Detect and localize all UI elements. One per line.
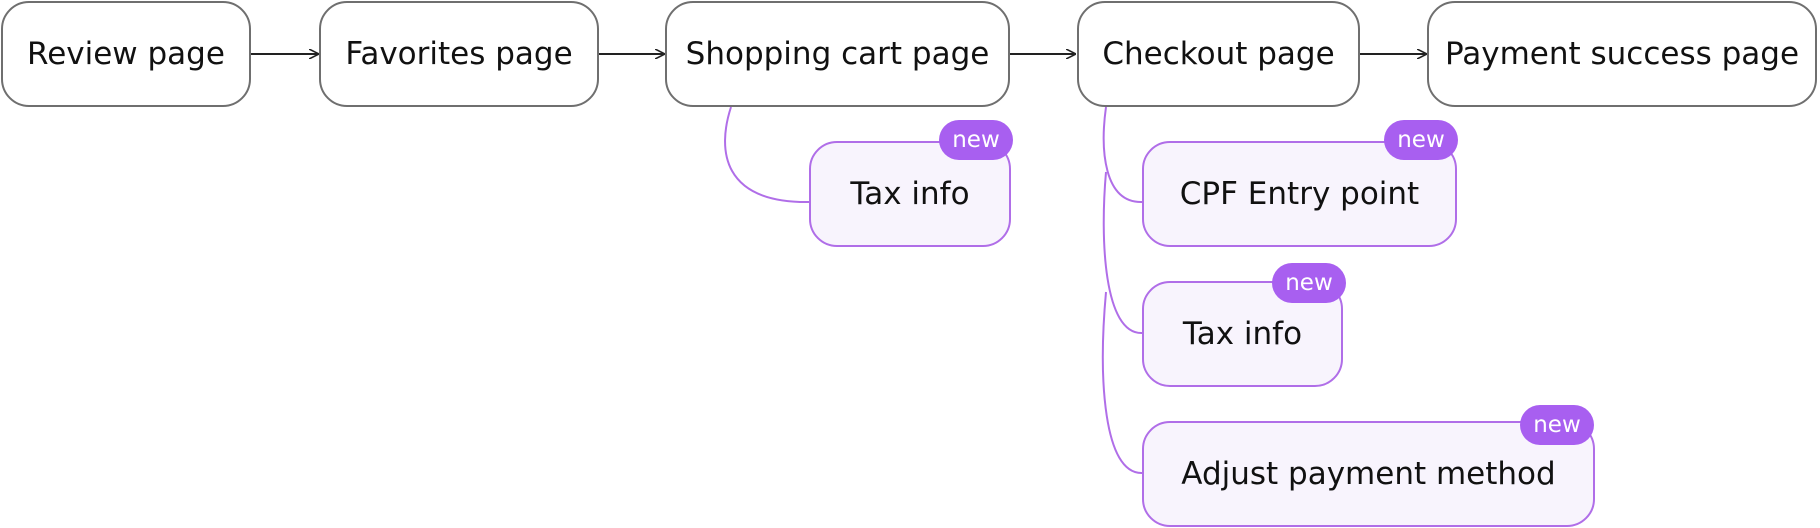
connector-checkout-to-cpf xyxy=(1102,106,1143,204)
node-label: Review page xyxy=(27,36,225,72)
node-label: Tax info xyxy=(850,176,970,212)
connector-cart-to-tax-info xyxy=(724,106,810,204)
node-label: Checkout page xyxy=(1102,36,1335,72)
node-label: Tax info xyxy=(1182,316,1303,352)
connector-checkout-to-tax-info xyxy=(1102,171,1143,335)
node-checkout-adjust-payment-method: Adjust payment method xyxy=(1142,421,1595,527)
new-badge: new xyxy=(939,120,1013,160)
new-badge: new xyxy=(1272,263,1346,303)
node-checkout-page: Checkout page xyxy=(1077,1,1360,107)
node-label: Payment success page xyxy=(1444,36,1800,72)
node-label: CPF Entry point xyxy=(1179,176,1420,212)
node-payment-success-page: Payment success page xyxy=(1427,1,1817,107)
node-review-page: Review page xyxy=(1,1,251,107)
node-label: Shopping cart page xyxy=(685,36,990,72)
node-label: Favorites page xyxy=(345,36,573,72)
node-shopping-cart-page: Shopping cart page xyxy=(665,1,1010,107)
node-label: Adjust payment method xyxy=(1181,456,1556,492)
connector-checkout-to-adjust-payment xyxy=(1101,291,1143,475)
new-badge: new xyxy=(1520,405,1594,445)
new-badge: new xyxy=(1384,120,1458,160)
node-favorites-page: Favorites page xyxy=(319,1,599,107)
